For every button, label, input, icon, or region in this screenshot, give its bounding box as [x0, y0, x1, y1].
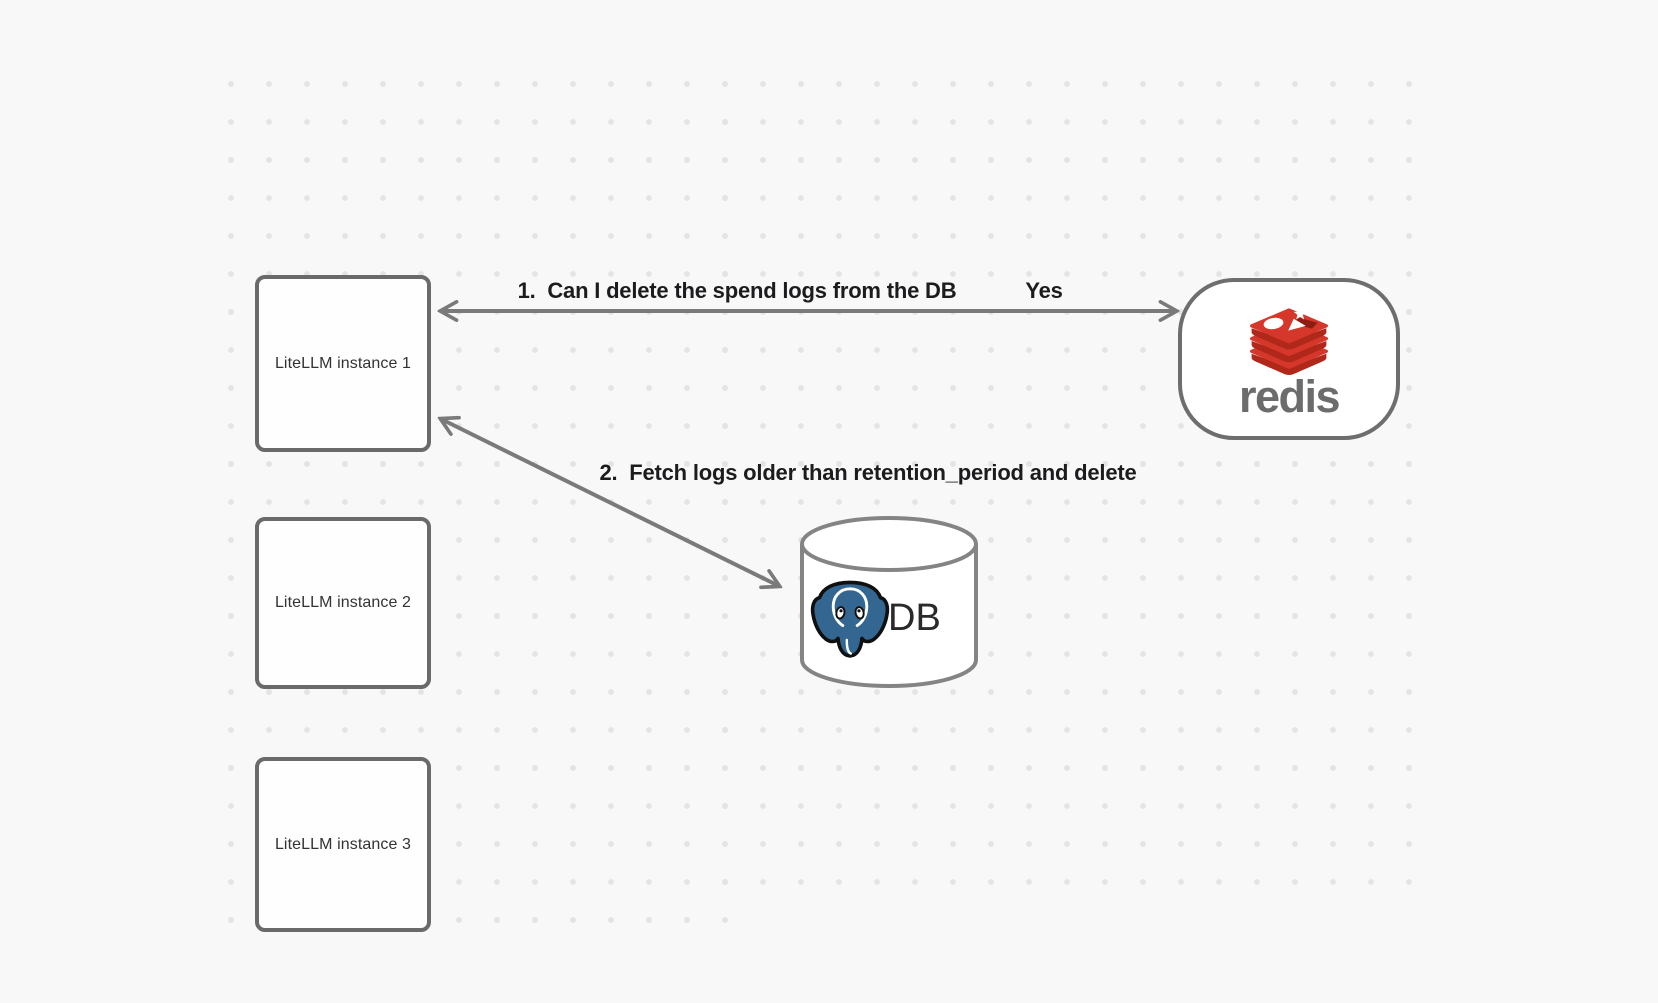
edge-label-yes: Yes — [1025, 278, 1063, 303]
db-node-label: DB — [888, 596, 941, 639]
postgresql-elephant-icon — [810, 580, 890, 658]
node-redis: redis — [1178, 278, 1400, 440]
dot-grid-background — [706, 65, 1428, 901]
node-litellm-instance-2: LiteLLM instance 2 — [255, 517, 431, 689]
edge-label-fetch-logs: 2. Fetch logs older than retention_perio… — [599, 460, 1137, 485]
node-litellm-instance-1: LiteLLM instance 1 — [255, 275, 431, 452]
edge-label-can-i-delete: 1. Can I delete the spend logs from the … — [517, 278, 957, 303]
node-label: LiteLLM instance 2 — [274, 594, 412, 611]
node-label: LiteLLM instance 3 — [274, 835, 412, 853]
redis-logo-icon — [1250, 306, 1328, 375]
node-label: LiteLLM instance 1 — [274, 354, 412, 372]
redis-wordmark: redis — [1238, 370, 1341, 422]
node-litellm-instance-3: LiteLLM instance 3 — [255, 757, 431, 932]
